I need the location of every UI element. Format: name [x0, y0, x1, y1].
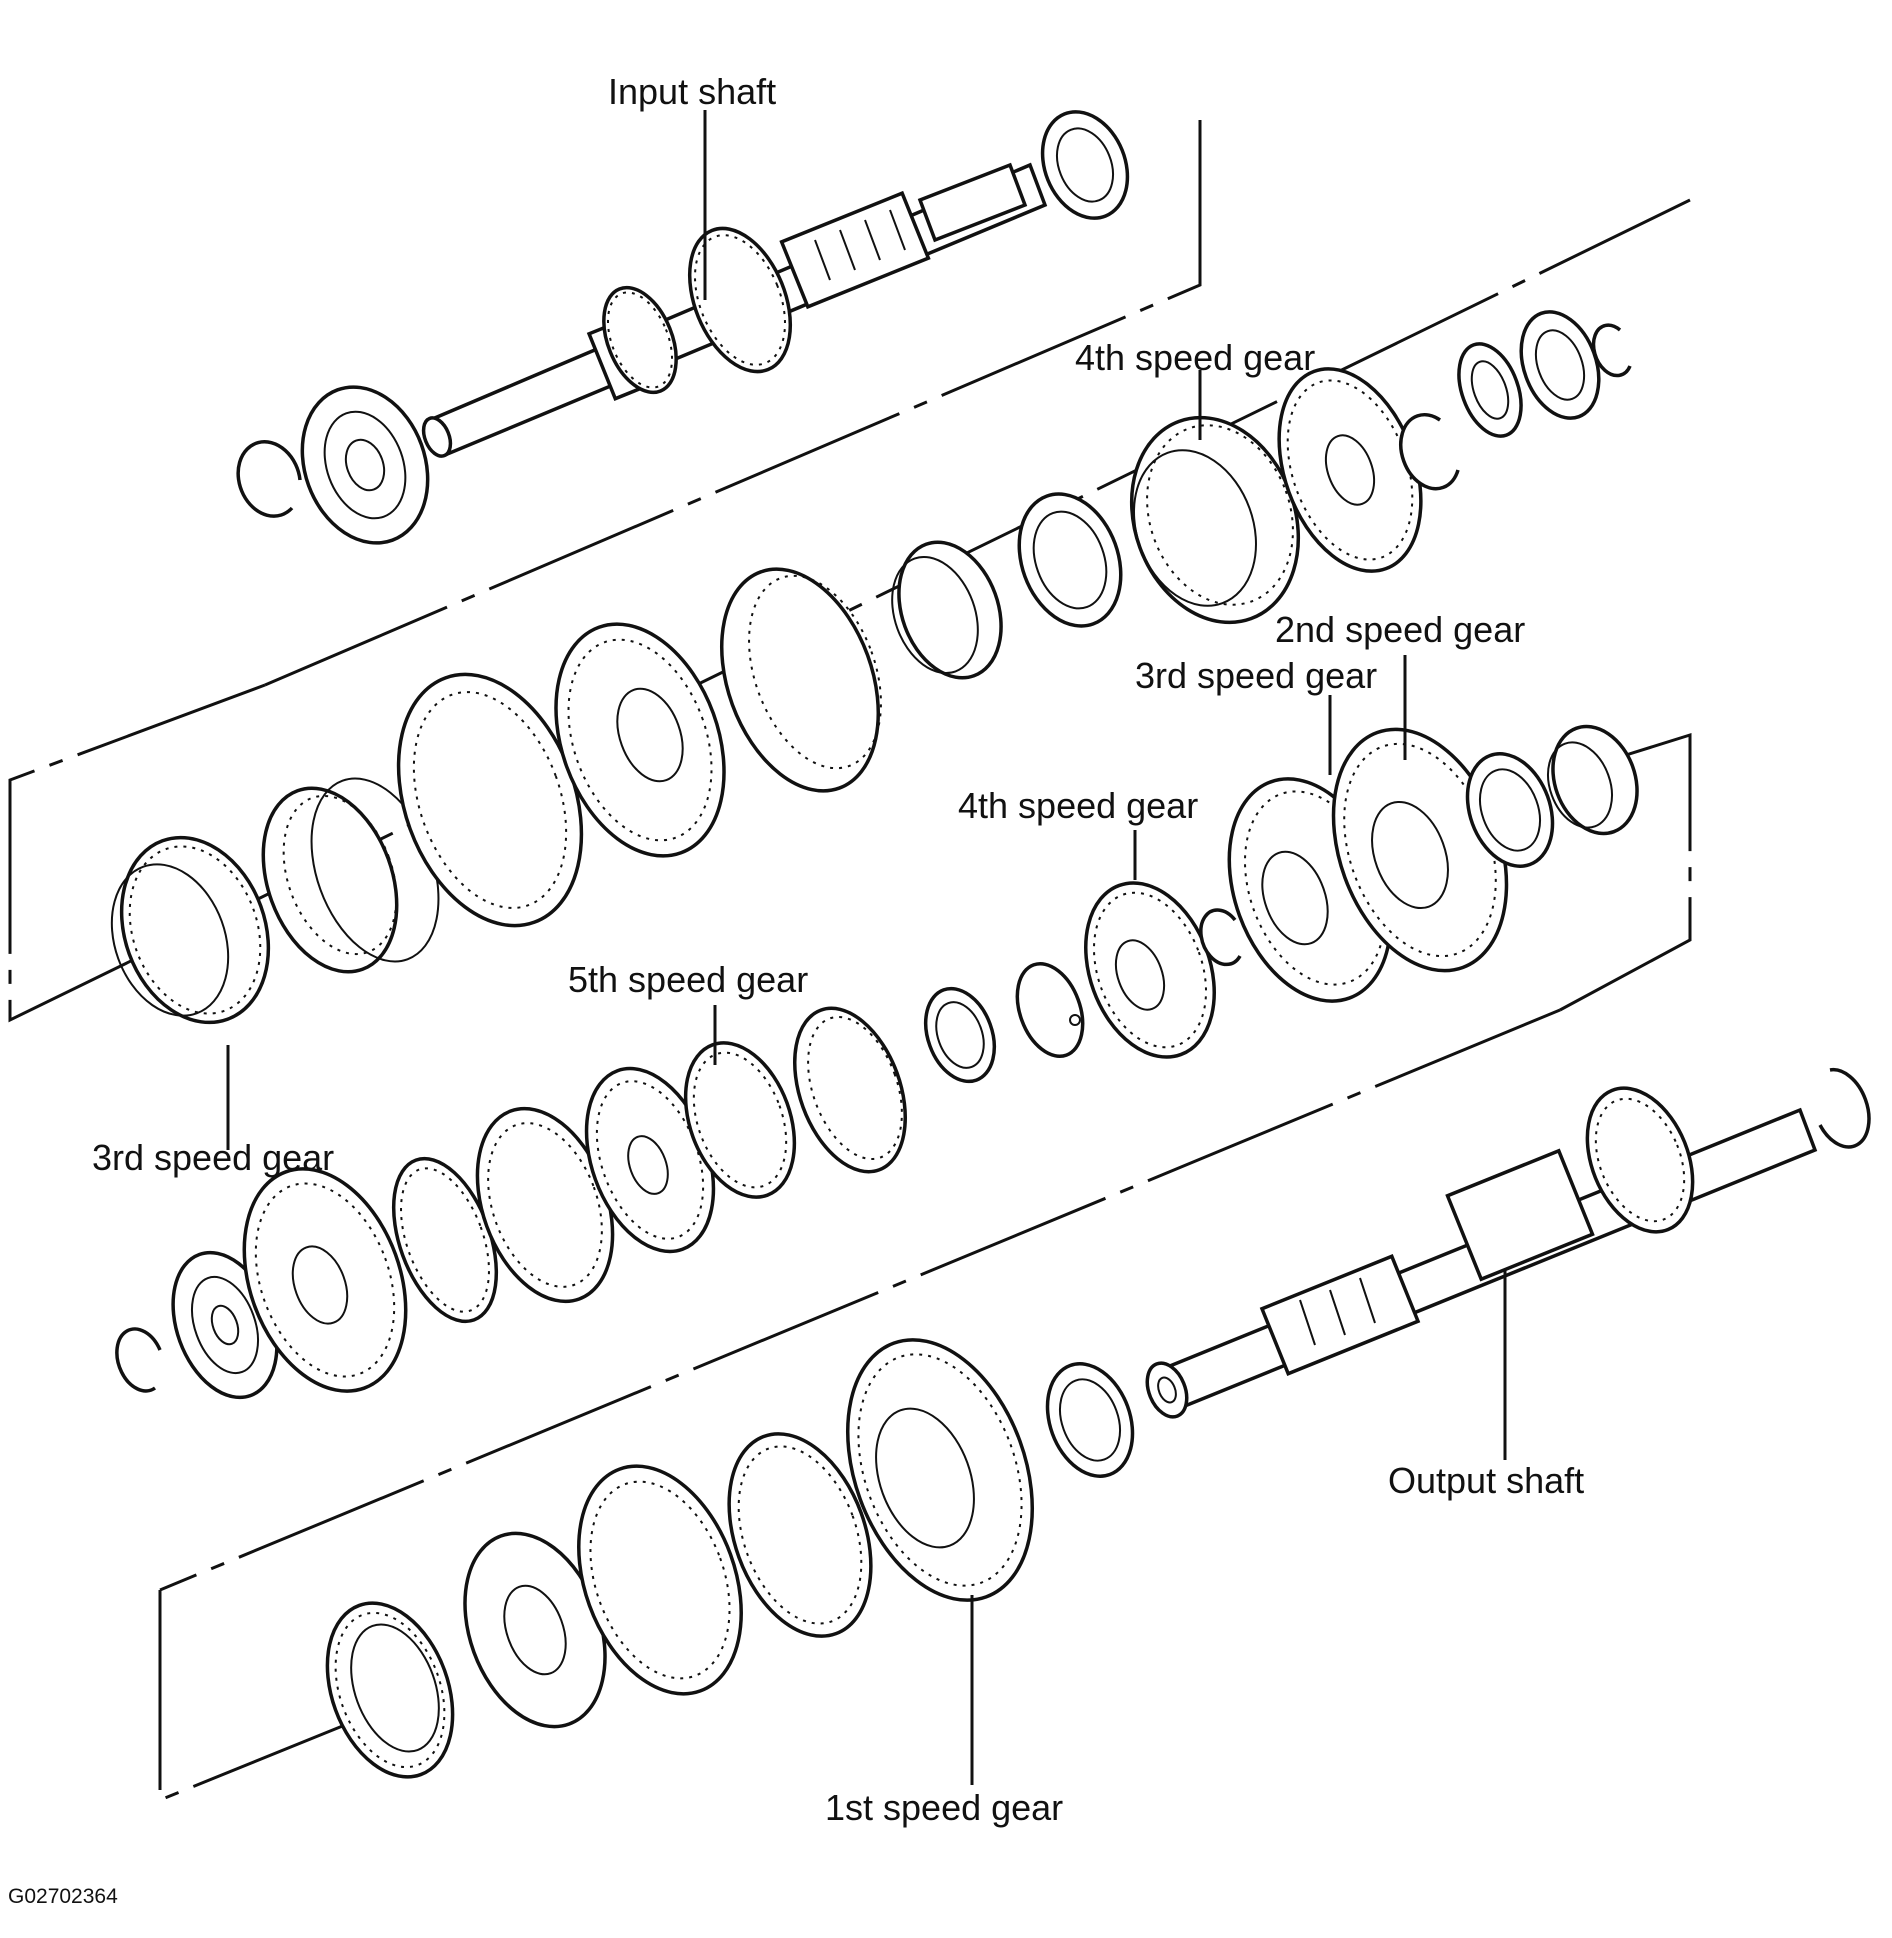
output-shaft-helical-gear [1585, 1086, 1695, 1234]
snap-ring-row3-b [1199, 908, 1242, 967]
synchronizer-hub-row2 [554, 622, 726, 858]
collar-row2 [891, 540, 1003, 680]
reference-code: G02702364 [8, 1885, 118, 1908]
needle-bearing-row3-right [1465, 752, 1555, 868]
label-input-shaft: Input shaft [608, 71, 777, 112]
needle-bearing-row3 [923, 986, 997, 1084]
input-shaft-gear-small [602, 285, 678, 395]
label-fourth-speed-gear-upper: 4th speed gear [1075, 337, 1316, 378]
label-fifth-speed-gear: 5th speed gear [568, 959, 809, 1000]
synchronizer-ring-row3-a [391, 1156, 499, 1324]
synchronizer-ring-row4-a [325, 1601, 455, 1779]
row-4-parts [325, 1338, 1135, 1785]
snap-ring-row2-c [1399, 413, 1460, 491]
synchronizer-ring-row2-a [261, 786, 399, 974]
row-frames [8, 120, 1692, 1803]
label-third-speed-gear-left: 3rd speed gear [92, 1137, 335, 1178]
label-third-speed-gear-right: 3rd speed gear [1135, 655, 1378, 696]
ball-bearing-row2 [1519, 310, 1601, 420]
fifth-speed-gear [683, 1041, 797, 1199]
row-3-parts [115, 655, 1639, 1400]
label-second-speed-gear: 2nd speed gear [1275, 609, 1526, 650]
label-output-shaft: Output shaft [1388, 1460, 1585, 1501]
collar-row3-right [1547, 724, 1639, 836]
needle-bearing-input-rear [1040, 110, 1130, 220]
snap-ring-output-rear [1818, 1067, 1871, 1149]
label-fourth-speed-gear-middle: 4th speed gear [958, 785, 1199, 826]
output-shaft-journal [1445, 1148, 1595, 1282]
synchronizer-sleeve-row4 [577, 1464, 743, 1696]
row-2-parts [110, 310, 1632, 1150]
needle-bearing-row2 [1017, 492, 1123, 628]
synchronizer-ring-row2-b [719, 567, 882, 793]
input-shaft [236, 110, 1130, 545]
first-speed-gear [845, 1338, 1035, 1602]
gear-row3-a [242, 1167, 408, 1393]
collar-row3 [1015, 961, 1085, 1059]
output-shaft-splines [1259, 1254, 1421, 1376]
third-speed-gear-left [110, 835, 271, 1025]
input-shaft-journals [779, 190, 931, 310]
fourth-speed-gear-middle [1084, 881, 1216, 1059]
needle-bearing-row4 [1045, 1362, 1135, 1478]
output-shaft [1145, 1067, 1871, 1460]
synchronizer-ring-row4-b [727, 1432, 873, 1638]
label-first-speed-gear: 1st speed gear [825, 1787, 1064, 1828]
synchronizer-ring-row3-b [792, 1006, 908, 1174]
thrust-washer-row2 [1457, 342, 1523, 438]
snap-ring-row3-a [115, 1327, 162, 1393]
input-shaft-gear-large [687, 226, 793, 374]
ball-bearing-input-front [300, 385, 430, 545]
snap-ring-input-front [236, 440, 302, 518]
snap-ring-row2-d [1591, 323, 1632, 378]
